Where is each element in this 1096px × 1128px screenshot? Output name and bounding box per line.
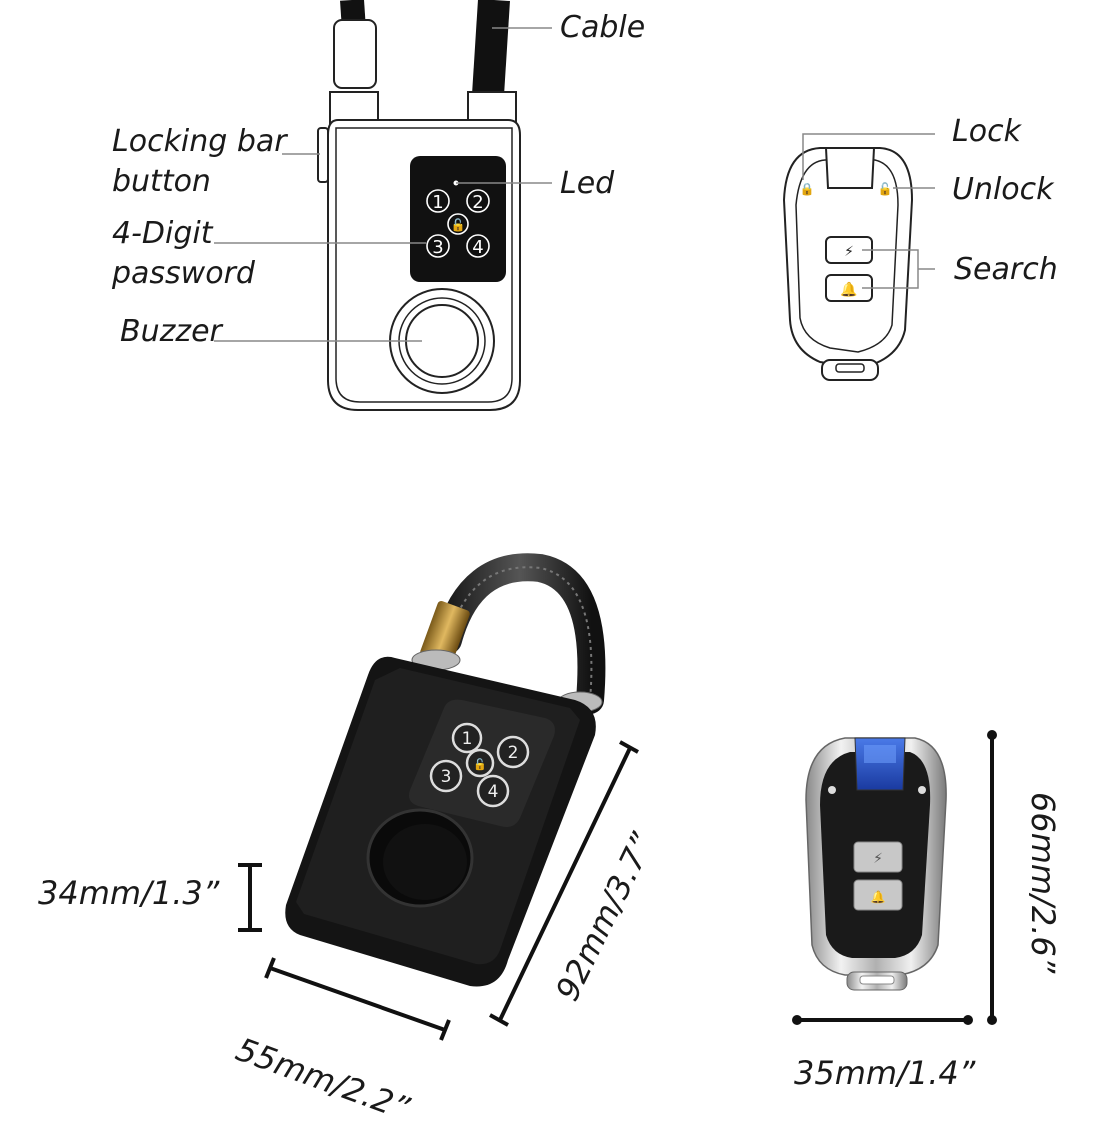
lock-photo: 1 2 3 4 🔓 xyxy=(285,553,606,987)
svg-text:2: 2 xyxy=(508,743,519,763)
product-diagram: 🔓 1 2 3 4 ⚡ 🔔 🔒 🔓 xyxy=(214,0,997,1041)
keypad-key-3: 3 xyxy=(432,237,443,258)
unlock-icon: 🔓 xyxy=(878,182,893,196)
photo-lightning-icon: ⚡ xyxy=(873,851,883,867)
dim-remote-height: 66mm/2.6” xyxy=(1024,792,1062,974)
label-unlock: Unlock xyxy=(952,172,1054,207)
keypad-panel xyxy=(410,156,506,282)
label-led: Led xyxy=(560,166,615,201)
label-cable: Cable xyxy=(560,10,646,45)
label-search: Search xyxy=(954,252,1058,287)
dim-remote-width: 35mm/1.4” xyxy=(794,1054,976,1092)
label-locking-bar-2: button xyxy=(112,164,211,199)
dimension-lines xyxy=(238,735,994,1041)
keypad-key-4: 4 xyxy=(472,237,483,258)
remote-photo: ⚡ 🔔 xyxy=(805,737,947,991)
label-buzzer: Buzzer xyxy=(120,314,222,349)
locking-bar-button xyxy=(317,127,329,183)
leader-lines-lock xyxy=(214,27,552,342)
dimension-endpoints xyxy=(792,730,997,1025)
svg-text:1: 1 xyxy=(462,729,473,749)
leader-lines-remote xyxy=(802,133,935,289)
buzzer xyxy=(389,288,495,394)
label-locking-bar-1: Locking bar xyxy=(112,124,287,159)
dim-lock-thickness: 34mm/1.3” xyxy=(38,874,220,912)
keypad-key-2: 2 xyxy=(472,192,483,213)
lock-line-drawing: 🔓 1 2 3 4 xyxy=(317,0,521,411)
svg-text:🔓: 🔓 xyxy=(473,758,487,771)
svg-text:3: 3 xyxy=(441,767,452,787)
photo-bell-icon: 🔔 xyxy=(871,890,886,904)
label-password-1: 4-Digit xyxy=(112,216,213,251)
lock-unlock-icon: 🔓 xyxy=(451,218,466,232)
bell-icon: 🔔 xyxy=(840,281,857,298)
lightning-icon: ⚡ xyxy=(844,244,854,260)
label-password-2: password xyxy=(112,256,255,291)
svg-text:4: 4 xyxy=(488,782,499,802)
keypad-key-1: 1 xyxy=(432,192,443,213)
lock-icon: 🔒 xyxy=(800,182,815,196)
remote-line-drawing: ⚡ 🔔 🔒 🔓 xyxy=(782,147,914,381)
label-lock: Lock xyxy=(952,114,1021,149)
